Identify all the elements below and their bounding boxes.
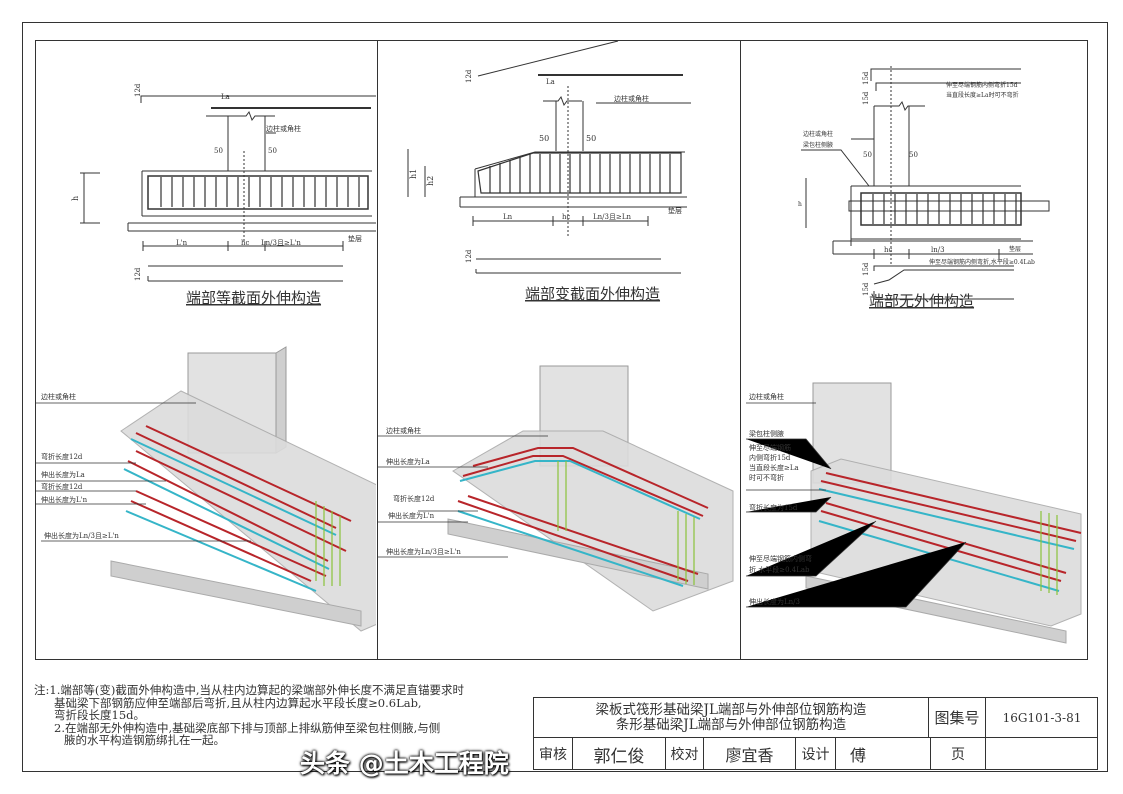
panel-caption: 端部变截面外伸构造: [525, 285, 660, 303]
h2-label: h2: [426, 176, 435, 186]
review-label: 审核: [534, 738, 573, 770]
fifty-label: 50: [586, 134, 596, 143]
note-line: 腋的水平构造钢筋绑扎在一起。: [64, 733, 225, 747]
span-label: L'n: [176, 239, 188, 247]
h1-label: h1: [409, 169, 418, 179]
height-label: h: [798, 201, 802, 208]
iso-label: 伸出长度为Ln/3: [749, 597, 800, 606]
iso-label: 弯折长度12d: [41, 452, 83, 461]
check-label: 校对: [666, 738, 704, 770]
design-label: 设计: [796, 738, 836, 770]
note-line: 注:1.端部等(变)截面外伸构造中,当从柱内边算起的梁端部外伸长度不满足直锚要求…: [34, 683, 464, 697]
panel-variable-section: 12d La 边柱或角柱 50 50 h1 h2 Ln hc Ln/3且≥Ln …: [378, 41, 734, 612]
iso-label: 伸出长度为Ln/3且≥L'n: [386, 547, 461, 556]
column-label: 边柱或角柱: [803, 130, 833, 138]
iso-label: 时可不弯折: [749, 473, 784, 482]
iso-label: 伸出长度为L'n: [41, 495, 88, 504]
span-label: Ln/3且≥Ln: [593, 213, 631, 221]
review-name: 郭仁俊: [573, 738, 666, 770]
dim-bottom-label: 12d: [465, 249, 473, 263]
title-block: 梁板式筏形基础梁JL端部与外伸部位钢筋构造 条形基础梁JL端部与外伸部位钢筋构造…: [533, 697, 1098, 770]
page-label: 页: [931, 738, 986, 770]
panel-divider: [377, 40, 378, 660]
notes: 注:1.端部等(变)截面外伸构造中,当从柱内边算起的梁端部外伸长度不满足直锚要求…: [34, 684, 564, 747]
iso-label: 当直段长度≥La: [749, 463, 799, 472]
watermark: 头条 @土木工程院: [300, 749, 509, 778]
title-line: 梁板式筏形基础梁JL端部与外伸部位钢筋构造: [595, 701, 867, 718]
panel-caption: 端部等截面外伸构造: [186, 289, 321, 307]
fifty-label: 50: [268, 147, 277, 155]
top-note: 当直段长度≥La时可不弯折: [946, 91, 1019, 99]
panel-equal-section: 12d La 边柱或角柱 50 50 h L'n hc Ln/3且≥L'n 垫层…: [36, 83, 376, 632]
span-label: hc: [884, 246, 893, 254]
dim-top-label: 12d: [134, 83, 142, 97]
note-line: 2.在端部无外伸构造中,基础梁底部下排与顶部上排纵筋伸至梁包柱侧腋,与侧: [54, 720, 441, 735]
dim-label: 15d: [862, 91, 870, 105]
top-note: 伸至尽端钢筋内侧弯折15d: [946, 81, 1018, 89]
la-label: La: [221, 93, 230, 101]
iso-label: 弯折长度为15d: [749, 503, 798, 512]
iso-label: 弯折长度12d: [41, 482, 83, 491]
panel-caption: 端部无外伸构造: [869, 292, 974, 310]
iso-label: 边柱或角柱: [41, 392, 76, 401]
iso-label: 伸出长度为La: [386, 457, 430, 466]
iso-label: 边柱或角柱: [386, 426, 421, 435]
note-line: 弯折段长度15d。: [54, 708, 145, 722]
iso-label: 边柱或角柱: [749, 392, 784, 401]
cushion-label: 垫层: [348, 234, 362, 243]
cushion-label: 垫层: [668, 206, 682, 215]
iso-3d-view: [378, 365, 734, 612]
fifty-label: 50: [863, 151, 872, 159]
span-label: hc: [562, 213, 571, 221]
iso-label: 折,水平段≥0.4Lab: [749, 565, 810, 574]
span-label: Ln/3且≥L'n: [261, 239, 301, 247]
iso-label: 伸至尽端钢筋: [749, 443, 791, 452]
dim-label: 15d: [862, 262, 870, 276]
span-label: ln/3: [931, 246, 945, 254]
drawing-frame: [35, 40, 1088, 660]
atlas-number: 16G101-3-81: [986, 698, 1098, 738]
wrap-label: 梁包柱侧腋: [803, 141, 833, 149]
la-label: La: [546, 78, 555, 86]
span-label: Ln: [503, 213, 513, 221]
iso-label: 弯折长度12d: [393, 494, 435, 503]
dim-label: 15d: [862, 71, 870, 85]
height-label: h: [71, 196, 80, 201]
iso-label: 伸至尽端钢筋内侧弯: [749, 554, 812, 563]
note-line: 基础梁下部钢筋应伸至端部后弯折,且从柱内边算起水平段长度≥0.6Lab,: [54, 695, 422, 710]
iso-3d-view: [36, 346, 376, 632]
column-label: 边柱或角柱: [266, 124, 301, 133]
iso-label: 伸出长度为Ln/3且≥L'n: [44, 531, 119, 540]
section-drawing: [80, 95, 376, 282]
drawing-sheet-border: [22, 22, 1108, 772]
dim-top-label: 12d: [465, 69, 473, 83]
design-name: 傅: [836, 738, 931, 770]
fifty-label: 50: [214, 147, 223, 155]
dim-label: 15d: [862, 282, 870, 296]
fifty-label: 50: [909, 151, 918, 159]
iso-label: 梁包柱侧腋: [749, 429, 784, 438]
title-line: 条形基础梁JL端部与外伸部位钢筋构造: [615, 716, 847, 733]
iso-label: 内侧弯折15d: [749, 453, 791, 462]
bottom-note: 伸至尽端钢筋内侧弯折,水平段≥0.4Lab: [929, 258, 1035, 266]
panel-divider: [740, 40, 741, 660]
iso-label: 伸出长度为La: [41, 470, 85, 479]
panel-no-extension: 15d 15d 伸至尽端钢筋内侧弯折15d 当直段长度≥La时可不弯折 边柱或角…: [746, 66, 1082, 644]
check-name: 廖宜香: [704, 738, 796, 770]
iso-label: 伸出长度为L'n: [388, 511, 435, 520]
span-label: hc: [241, 239, 250, 247]
iso-3d-view: [746, 382, 1082, 644]
column-label: 边柱或角柱: [614, 94, 649, 103]
drawing-title: 梁板式筏形基础梁JL端部与外伸部位钢筋构造 条形基础梁JL端部与外伸部位钢筋构造: [534, 698, 929, 738]
fifty-label: 50: [539, 134, 549, 143]
cushion-label: 垫层: [1009, 245, 1021, 253]
atlas-label: 图集号: [929, 698, 986, 738]
dim-bottom-label: 12d: [134, 267, 142, 281]
